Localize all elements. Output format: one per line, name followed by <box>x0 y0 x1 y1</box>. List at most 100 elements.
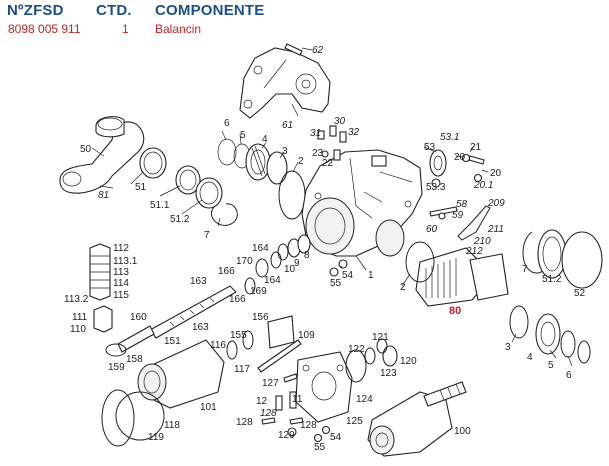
input-shaft-124-part[interactable] <box>423 381 467 407</box>
callout-124[interactable]: 124 <box>356 394 373 405</box>
callout-158[interactable]: 158 <box>126 354 143 365</box>
callout-10[interactable]: 10 <box>284 264 296 275</box>
pin-part[interactable] <box>284 43 303 56</box>
callout-3b[interactable]: 3 <box>505 342 511 353</box>
callout-32[interactable]: 32 <box>348 127 360 138</box>
steering-housing-part[interactable] <box>301 149 423 257</box>
oring-2-part[interactable] <box>278 170 306 220</box>
valve-body-100-part[interactable] <box>367 391 453 457</box>
selected-part-number[interactable]: 8098 005 911 <box>8 22 81 36</box>
callout-160[interactable]: 160 <box>130 312 147 323</box>
callout-114[interactable]: 114 <box>113 278 129 289</box>
callout-51[interactable]: 51 <box>135 182 147 193</box>
callout-120[interactable]: 120 <box>400 356 417 367</box>
callout-20-1[interactable]: 20.1 <box>473 180 493 191</box>
callout-12[interactable]: 12 <box>256 396 268 407</box>
callout-117[interactable]: 117 <box>234 364 250 375</box>
callout-52[interactable]: 52 <box>574 288 586 299</box>
callout-6a[interactable]: 6 <box>224 118 230 129</box>
callout-112[interactable]: 112 <box>113 243 129 254</box>
callout-53[interactable]: 53 <box>424 142 436 153</box>
callout-164b[interactable]: 164 <box>264 275 281 286</box>
callout-121[interactable]: 121 <box>372 332 389 343</box>
oring-2b-part[interactable] <box>405 241 435 283</box>
callout-211[interactable]: 211 <box>487 224 504 235</box>
seal-51-1-part[interactable] <box>175 165 201 195</box>
ring-6-part[interactable] <box>217 138 237 166</box>
seal-120-part[interactable] <box>382 345 398 367</box>
callout-61[interactable]: 61 <box>282 120 293 131</box>
fitting-30-part[interactable] <box>329 125 337 137</box>
callout-110[interactable]: 110 <box>70 324 86 335</box>
callout-6b[interactable]: 6 <box>566 370 572 381</box>
callout-109[interactable]: 109 <box>298 330 315 341</box>
callout-7b[interactable]: 7 <box>522 264 528 275</box>
callout-163b[interactable]: 163 <box>192 322 209 333</box>
nut-20-1-part[interactable] <box>473 173 483 183</box>
washer-55-part[interactable] <box>329 267 339 277</box>
callout-118[interactable]: 118 <box>164 420 180 431</box>
end-cover-125-part[interactable] <box>295 351 353 423</box>
ring-158-part[interactable] <box>105 343 127 357</box>
callout-62[interactable]: 62 <box>312 45 324 56</box>
callout-55b[interactable]: 55 <box>314 442 326 453</box>
nut-20-part[interactable] <box>461 153 471 163</box>
fitting-22-part[interactable] <box>333 149 341 161</box>
callout-54b[interactable]: 54 <box>330 432 342 443</box>
callout-123[interactable]: 123 <box>380 368 397 379</box>
callout-60[interactable]: 60 <box>426 224 438 235</box>
callout-127[interactable]: 127 <box>262 378 279 389</box>
seal-8-part[interactable] <box>297 234 311 254</box>
callout-115[interactable]: 115 <box>113 290 129 301</box>
bolt-11-part[interactable] <box>289 391 297 409</box>
callout-209[interactable]: 209 <box>487 198 505 209</box>
bearing-4b-part[interactable] <box>535 313 561 355</box>
callout-9[interactable]: 9 <box>294 258 300 269</box>
oring-118-part[interactable] <box>115 391 165 441</box>
ring-170-part[interactable] <box>270 251 282 269</box>
bolt-127-part[interactable] <box>283 373 298 383</box>
callout-2a[interactable]: 2 <box>298 156 304 167</box>
callout-129[interactable]: 129 <box>278 430 295 441</box>
callout-22[interactable]: 22 <box>322 158 334 169</box>
callout-111[interactable]: 111 <box>72 312 88 323</box>
ring-6b-part[interactable] <box>577 340 591 364</box>
callout-210[interactable]: 210 <box>473 236 491 247</box>
callout-20a[interactable]: 20 <box>454 152 466 163</box>
ring-3b-part[interactable] <box>509 305 529 339</box>
piston-101-part[interactable] <box>137 339 225 409</box>
rocker-shaft-80-part[interactable] <box>415 247 509 307</box>
callout-101[interactable]: 101 <box>200 402 217 413</box>
pitman-arm-part[interactable] <box>59 116 145 194</box>
oring-123-part[interactable] <box>345 349 367 383</box>
callout-156[interactable]: 156 <box>252 312 269 323</box>
cover-52-part[interactable] <box>561 231 603 289</box>
callout-128-italic[interactable]: 128 <box>260 408 277 419</box>
ring-121-part[interactable] <box>376 338 388 354</box>
callout-116[interactable]: 116 <box>210 340 226 351</box>
sleeve-156-part[interactable] <box>267 315 295 349</box>
ring-10-part[interactable] <box>277 243 289 261</box>
seal-51-part[interactable] <box>139 147 167 179</box>
callout-51-1[interactable]: 51.1 <box>150 200 170 211</box>
wire-209-part[interactable] <box>457 205 491 241</box>
seal-53-part[interactable] <box>429 149 447 177</box>
callout-113-2[interactable]: 113.2 <box>64 294 89 305</box>
callout-3a[interactable]: 3 <box>282 146 288 157</box>
callout-59[interactable]: 59 <box>452 210 464 221</box>
circlip-7-part[interactable] <box>211 203 238 226</box>
ring-3-part[interactable] <box>266 151 288 185</box>
callout-21[interactable]: 21 <box>470 142 482 153</box>
callout-166b[interactable]: 166 <box>229 294 246 305</box>
callout-212[interactable]: 212 <box>465 246 483 257</box>
callout-5a[interactable]: 5 <box>240 130 246 141</box>
bracket-part[interactable] <box>239 47 331 119</box>
screw-21-part[interactable] <box>468 155 485 165</box>
callout-23[interactable]: 23 <box>312 148 324 159</box>
callout-113-1[interactable]: 113.1 <box>113 256 138 267</box>
fitting-31-part[interactable] <box>317 130 325 140</box>
fitting-32-part[interactable] <box>339 131 347 143</box>
callout-100[interactable]: 100 <box>454 426 471 437</box>
ring-116-part[interactable] <box>226 340 238 360</box>
ring-101-part[interactable] <box>101 389 135 447</box>
